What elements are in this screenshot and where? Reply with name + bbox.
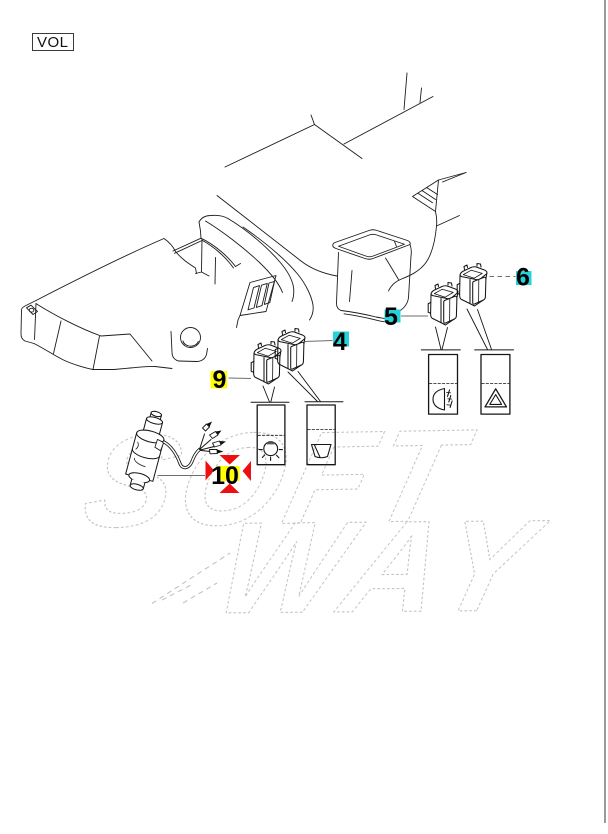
cigarette-lighter-part[interactable] [122,408,226,493]
callout-4[interactable]: 4 [333,328,349,356]
callout-10-number[interactable]: 10 [211,462,239,490]
defroster-vent-detail [385,172,467,292]
fog-light-icon [432,387,453,411]
lighter-wire [162,421,226,470]
callout-5-highlight [384,309,401,323]
symbol-plate-wiper [304,401,344,466]
hazard-warning-icon [484,388,508,408]
callout-9[interactable]: 9 [210,366,228,394]
callout-6-number[interactable]: 6 [516,264,530,292]
console-wedge [20,238,197,370]
callout-5-number[interactable]: 5 [384,303,398,331]
console-right-box [332,229,412,324]
doc-code-label: VOL [37,34,69,51]
callout-6-highlight [516,271,532,285]
rocker-switch-9[interactable] [250,340,282,385]
callout-4-number[interactable]: 4 [333,328,347,356]
cup-holder [170,327,208,362]
window-right-border [604,0,606,823]
rocker-switch-5[interactable] [427,281,459,326]
plate-leader-lines [262,308,492,403]
console-hump [198,214,314,321]
callout-4-highlight [333,331,349,347]
symbol-plate-lighter [250,401,290,466]
selection-marker-arrows [205,455,251,493]
callout-9-number[interactable]: 9 [213,366,227,394]
callout-5[interactable]: 5 [384,303,401,331]
watermark-swoosh [151,552,231,604]
watermark-line2: WAY [204,493,559,642]
softway-watermark: SOFT WAY [70,401,559,642]
symbol-plate-hazard [474,349,514,415]
callout-10-highlight [217,466,240,481]
callout-6[interactable]: 6 [516,264,532,292]
symbol-plates [250,308,514,466]
callout-leader-lines [157,276,516,476]
dash-upper-lines [216,72,434,277]
wire-terminal-tips [206,421,226,454]
console-storage-tray [172,237,241,285]
rocker-switch-6[interactable] [456,262,488,307]
dashboard-console-drawing [20,72,467,370]
lighter-heat-icon [258,441,283,462]
vent-grille [236,275,277,328]
doc-code-box: VOL [32,33,74,51]
wiper-icon [310,443,332,459]
symbol-plate-foglight [420,349,461,415]
callout-10-selected[interactable]: 10 [205,455,252,493]
callout-9-highlight [210,371,227,389]
